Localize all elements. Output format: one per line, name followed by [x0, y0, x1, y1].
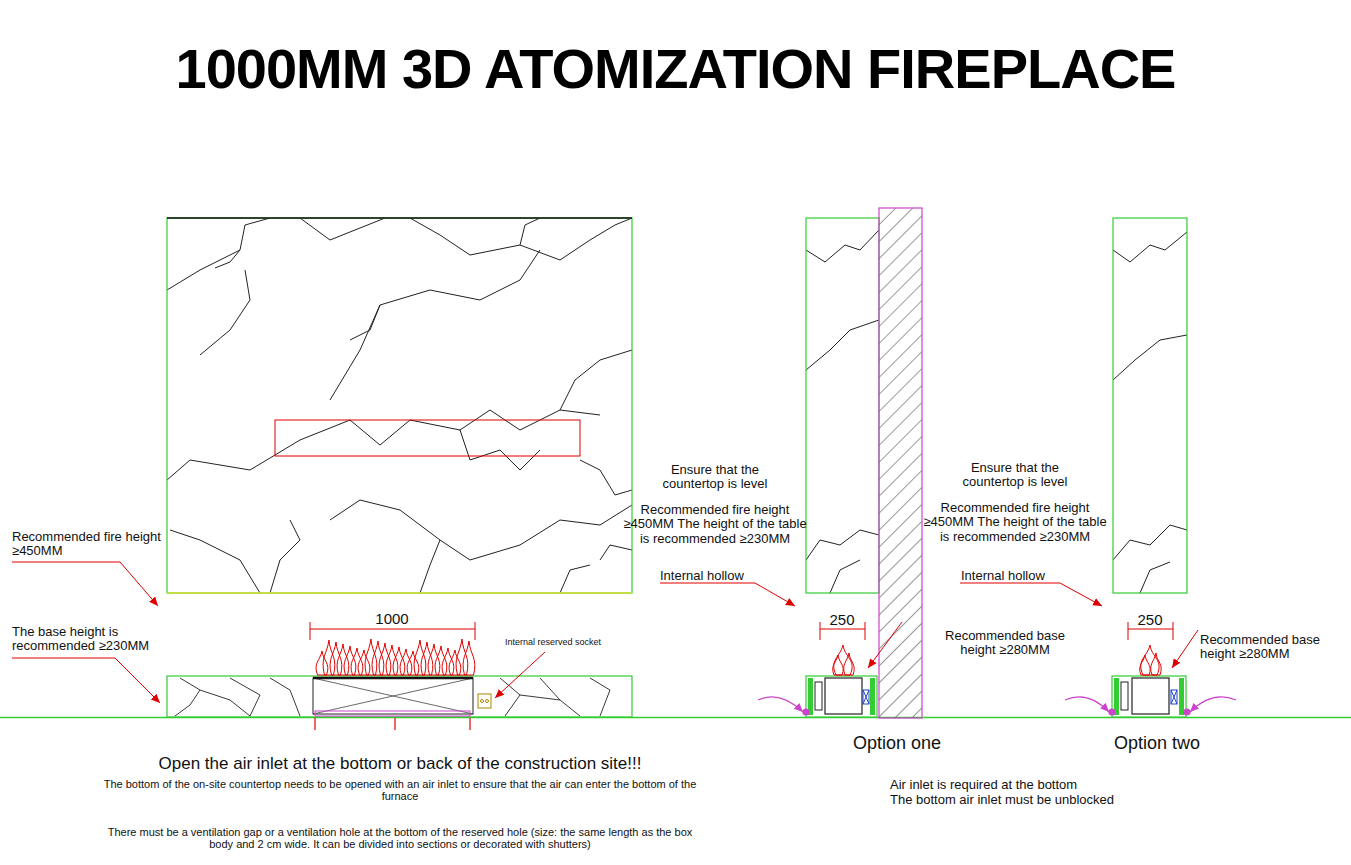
dimension: 250	[1125, 612, 1175, 629]
wall-panel	[167, 218, 632, 593]
title: 1000MM 3D ATOMIZATION FIREPLACE	[0, 36, 1351, 101]
note: Ensure that the countertop is level	[640, 463, 790, 492]
heading-note: Open the air inlet at the bottom or back…	[100, 755, 700, 774]
flame-stroke	[435, 646, 447, 675]
flame-stroke	[386, 645, 398, 675]
flame-stroke	[330, 642, 342, 675]
flame-stroke	[449, 650, 461, 675]
burner-box	[825, 678, 862, 714]
note: Recommended fire height ≥450MM The heigh…	[622, 503, 808, 546]
flame-stroke	[372, 641, 384, 675]
flame-stroke	[351, 648, 363, 675]
flame-stroke	[463, 641, 475, 675]
base-section	[806, 676, 877, 717]
base-section	[1112, 676, 1186, 717]
socket-symbol	[478, 694, 491, 708]
fire-window	[275, 420, 580, 456]
callout: Internal hollow	[961, 569, 1081, 583]
flame-stroke	[337, 644, 349, 675]
flame-stroke	[1151, 653, 1161, 675]
base-countertop	[167, 676, 632, 717]
wall-panel	[1113, 218, 1187, 593]
dimension: 1000	[362, 611, 422, 628]
flame-stroke	[1140, 655, 1150, 675]
flame-stroke	[833, 655, 843, 675]
burner-box	[1132, 678, 1169, 714]
callout: Internal reserved socket	[505, 638, 635, 648]
note: There must be a ventilation gap or a ven…	[100, 826, 700, 850]
flame-stroke	[456, 639, 468, 675]
flame-stroke	[421, 642, 433, 675]
flame-stroke	[400, 649, 412, 675]
note: Recommended fire height ≥450MM	[12, 530, 162, 559]
flame-stroke	[344, 646, 356, 675]
flame-stroke	[442, 648, 454, 675]
note: The bottom air inlet must be unblocked	[890, 793, 1220, 807]
note: Ensure that the countertop is level	[940, 461, 1090, 490]
option-caption: Option two	[1092, 734, 1222, 754]
flame-stroke	[414, 640, 426, 675]
flame-stroke	[393, 647, 405, 675]
dimension: 250	[817, 612, 867, 629]
note: Recommended fire height ≥450MM The heigh…	[922, 501, 1108, 544]
flame-stroke	[323, 640, 335, 675]
wall-panel	[806, 218, 879, 593]
callout: Internal hollow	[660, 569, 780, 583]
callout: Recommended base height ≥280MM	[935, 629, 1075, 658]
wall-section	[879, 208, 922, 718]
note: Air inlet is required at the bottom	[890, 778, 1220, 792]
flame-stroke	[428, 644, 440, 675]
callout: Recommended base height ≥280MM	[1200, 633, 1340, 662]
option-caption: Option one	[832, 734, 962, 754]
flame-stroke	[358, 650, 370, 675]
flame-stroke	[379, 643, 391, 675]
flame-stroke	[365, 639, 377, 675]
flame-stroke	[407, 651, 419, 675]
flame-stroke	[844, 653, 854, 675]
flame-stroke	[316, 651, 328, 675]
burner-box	[313, 678, 473, 714]
note: The base height is recommended ≥230MM	[12, 625, 182, 654]
note: The bottom of the on-site countertop nee…	[100, 778, 700, 802]
